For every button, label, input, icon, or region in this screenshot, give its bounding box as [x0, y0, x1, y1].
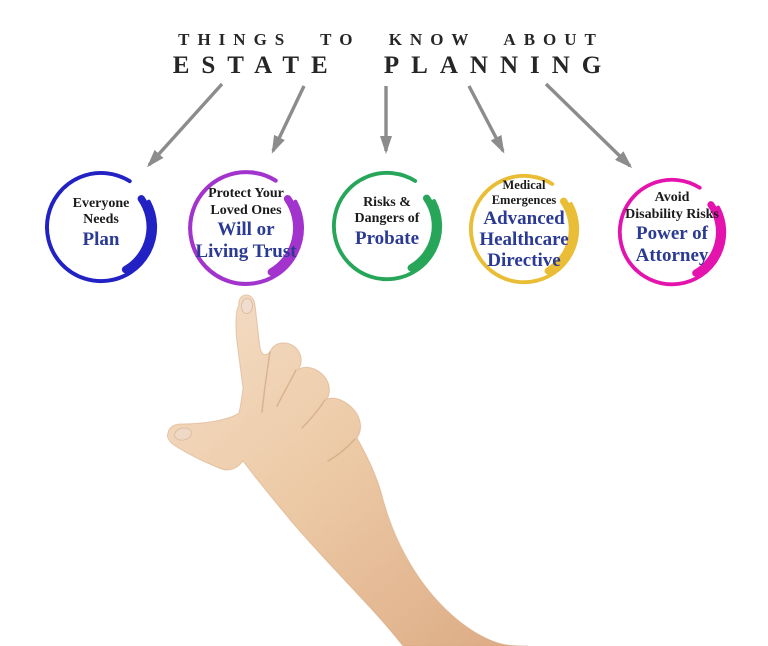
topic-text: Risks & Dangers of Probate: [329, 164, 445, 280]
finger-crease: [276, 369, 297, 407]
brush-circle-icon: [331, 170, 443, 282]
topic-highlight: Living Trust: [195, 240, 297, 262]
finger-crease: [261, 351, 271, 413]
topic-label: Dangers of: [354, 211, 420, 227]
topic-highlight: Probate: [354, 227, 420, 249]
topic-highlight: Directive: [487, 250, 561, 272]
topic-text: Medical Emergences Advanced Healthcare D…: [466, 167, 582, 283]
finger-crease: [301, 399, 326, 429]
topic-label: Avoid: [654, 190, 690, 206]
index-fingernail: [241, 298, 253, 314]
arrow-to-attorney: [544, 82, 633, 169]
finger-crease: [327, 438, 356, 462]
topic-label: Disability Risks: [625, 206, 719, 222]
arrow-to-will: [271, 85, 306, 154]
topic-label: Risks &: [363, 194, 411, 210]
topic-highlight: Healthcare: [479, 229, 569, 251]
topic-circle-advanced-healthcare-directive: Medical Emergences Advanced Healthcare D…: [466, 171, 582, 287]
topic-text: Protect Your Loved Ones Will or Living T…: [185, 163, 307, 285]
brush-circle-icon: [468, 173, 580, 285]
thumb-nail: [174, 427, 192, 441]
topic-label: Protect Your: [208, 186, 284, 202]
title-line-1: THINGS TO KNOW ABOUT: [178, 30, 604, 49]
topic-highlight: Power of: [636, 223, 708, 245]
topic-label: Emergences: [491, 193, 557, 208]
topic-text: Everyone Needs Plan: [42, 164, 160, 282]
topic-circle-plan: Everyone Needs Plan: [42, 168, 160, 286]
topic-highlight: Attorney: [635, 244, 709, 266]
topic-circle-will-or-living-trust: Protect Your Loved Ones Will or Living T…: [185, 167, 307, 289]
hand-silhouette: [167, 294, 529, 646]
topic-highlight: Advanced: [483, 207, 565, 229]
brush-circle-icon: [45, 170, 158, 284]
brush-circle-icon: [188, 170, 304, 286]
topic-label: Needs: [83, 212, 119, 228]
topic-text: Avoid Disability Risks Power of Attorney: [615, 171, 729, 285]
diagram-title: THINGS TO KNOW ABOUT ESTATE PLANNING: [0, 30, 768, 82]
topic-highlight: Plan: [82, 228, 120, 250]
topic-circle-power-of-attorney: Avoid Disability Risks Power of Attorney: [615, 175, 729, 289]
topic-circle-probate: Risks & Dangers of Probate: [329, 168, 445, 284]
brush-circle-icon: [617, 177, 727, 287]
arrows-layer: [146, 82, 633, 169]
arrow-to-directive: [467, 85, 505, 154]
topic-highlight: Will or: [217, 219, 275, 241]
topic-label: Loved Ones: [210, 202, 282, 218]
title-line-2: ESTATE PLANNING: [172, 52, 614, 80]
topic-label: Everyone: [72, 195, 130, 211]
topic-label: Medical: [502, 178, 546, 193]
arrow-to-plan: [146, 82, 224, 168]
